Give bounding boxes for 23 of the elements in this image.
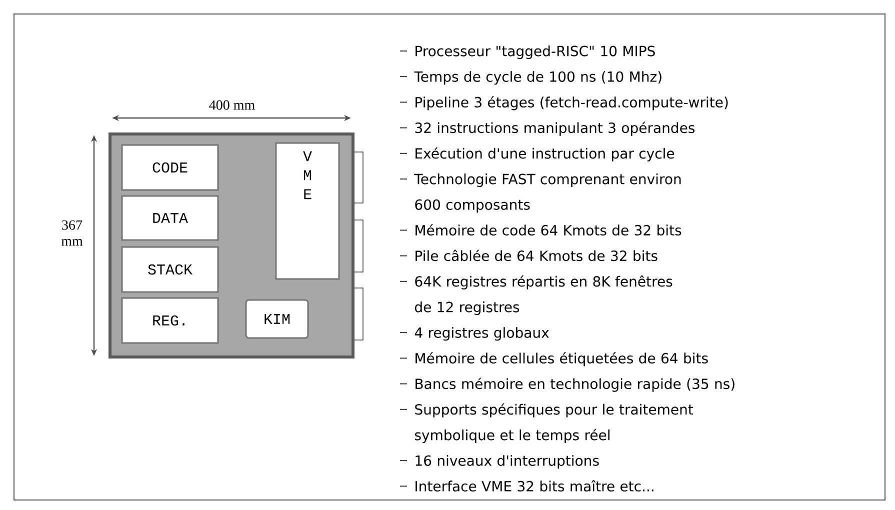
feature-item: Processeur "tagged-RISC" 10 MIPS: [416, 45, 655, 60]
feature-item: Mémoire de code 64 Kmots de 32 bits: [416, 224, 682, 236]
module-box: REG.: [121, 297, 219, 344]
feature-item: Interface VME 32 bits maître etc...: [416, 480, 654, 492]
feature-item: Pile câblée de 64 Kmots de 32 bits: [416, 250, 658, 262]
feature-item: 16 niveaux d'interruptions: [416, 455, 599, 469]
module-box: KIM: [245, 299, 309, 339]
module-box: CODE: [121, 144, 219, 191]
feature-item: Technologie FAST comprenant environ 600 composants: [414, 173, 681, 213]
module-box: STACK: [121, 246, 219, 293]
dimension-label: 367 mm: [61, 220, 83, 246]
feature-item: Pipeline 3 étages (fetch-read.compute-write): [416, 96, 728, 110]
feature-item: 64K registres répartis en 8K fenêtres de 12 registres: [414, 275, 672, 316]
feature-item: Exécution d'une instruction par cycle: [416, 147, 674, 162]
dimension-label: 400 mm: [209, 100, 255, 110]
module-box: V M E: [275, 142, 340, 280]
module-box: DATA: [121, 195, 219, 241]
feature-item: 4 registres globaux: [414, 327, 549, 341]
feature-item: Bancs mémoire en technologie rapide (35 ns): [416, 378, 734, 392]
feature-item: Mémoire de cellules étiquetées de 64 bits: [416, 352, 708, 366]
feature-item: Supports spécifiques pour le traitement symbolique et le temps réel: [414, 403, 694, 444]
feature-item: Temps de cycle de 100 ns (10 Mhz): [414, 71, 662, 85]
feature-item: 32 instructions manipulant 3 opérandes: [415, 122, 695, 136]
